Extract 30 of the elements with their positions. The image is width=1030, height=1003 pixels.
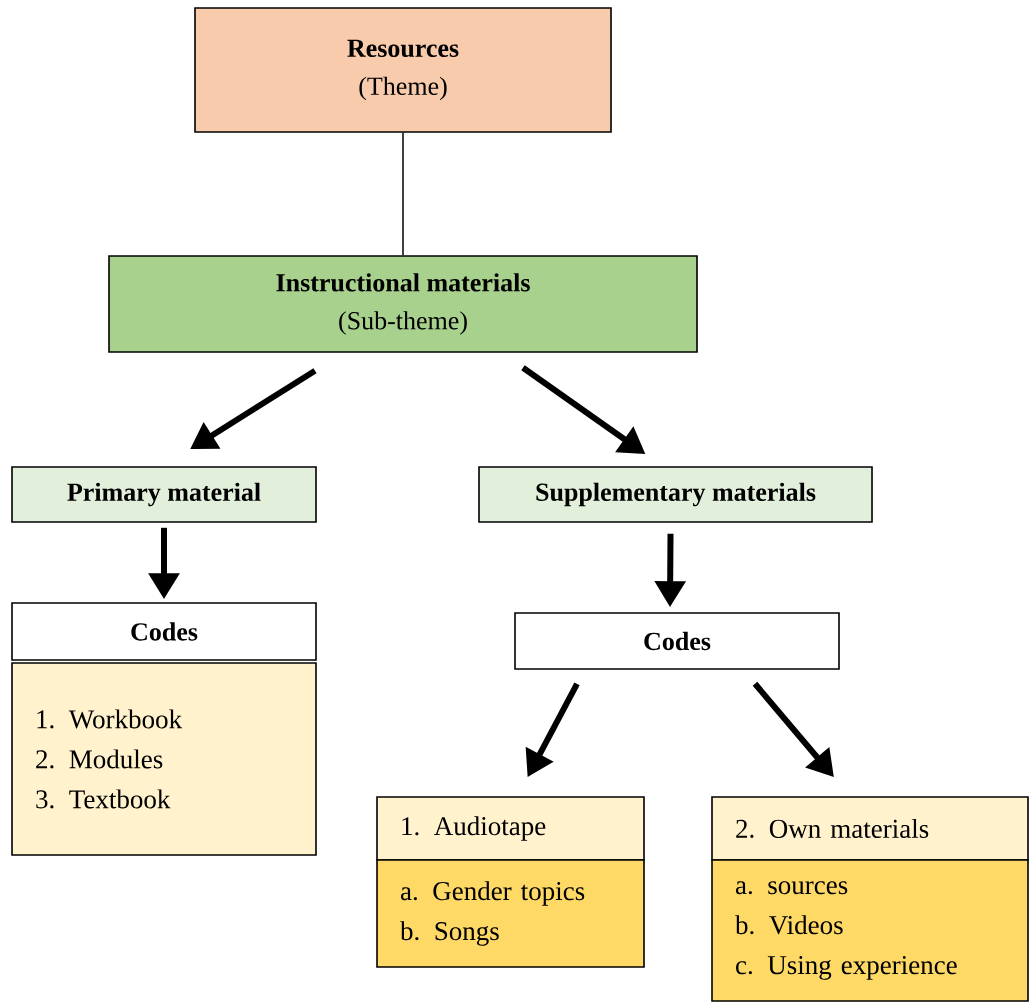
category-box bbox=[11, 466, 317, 523]
list-item: 1. Workbook bbox=[37, 709, 183, 729]
sub-theme-box bbox=[108, 255, 698, 353]
node-title: Primary material bbox=[67, 482, 261, 507]
codes-box bbox=[514, 612, 840, 670]
code-list-box bbox=[711, 859, 1029, 1002]
code-list-box bbox=[376, 859, 645, 968]
node-subtitle: (Sub-theme) bbox=[339, 311, 467, 335]
connector-line bbox=[402, 132, 404, 256]
node-title: Instructional materials bbox=[276, 273, 530, 292]
category-box bbox=[478, 466, 873, 523]
list-item: 1. Audiotape bbox=[402, 816, 546, 841]
node-subtitle: (Theme) bbox=[359, 76, 447, 101]
codes-box bbox=[11, 602, 317, 661]
node-title: Supplementary materials bbox=[536, 482, 816, 507]
node-title: Resources bbox=[347, 39, 459, 58]
list-item: 2. Modules bbox=[36, 749, 163, 769]
code-header-box bbox=[711, 796, 1029, 861]
list-item: 2. Own materials bbox=[736, 818, 929, 839]
theme-box bbox=[194, 7, 612, 133]
list-item: a. Gender topics bbox=[400, 881, 585, 906]
list-item: a. sources bbox=[735, 881, 848, 895]
node-title: Codes bbox=[131, 622, 198, 641]
list-item: b. Songs bbox=[400, 921, 499, 946]
code-list-box bbox=[11, 662, 317, 856]
list-item: b. Videos bbox=[735, 915, 843, 935]
node-title: Codes bbox=[644, 631, 711, 651]
list-item: 3. Textbook bbox=[36, 789, 171, 809]
code-header-box bbox=[376, 796, 645, 861]
list-item: c. Using experience bbox=[736, 956, 957, 980]
